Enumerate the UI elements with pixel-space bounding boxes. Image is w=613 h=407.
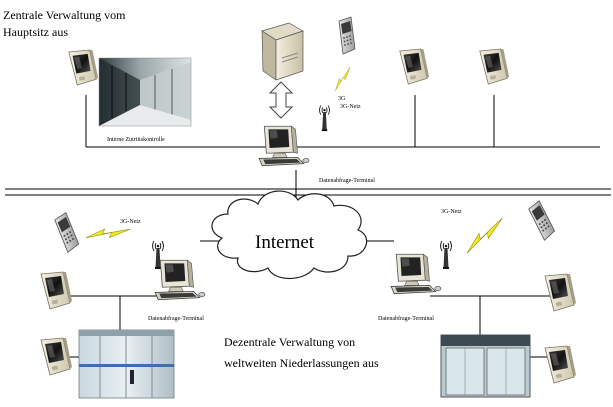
computer-icon bbox=[390, 253, 442, 295]
access-control-label: Interne Zutrittskontrolle bbox=[107, 137, 165, 143]
face-reader-icon bbox=[40, 271, 73, 310]
face-reader-icon bbox=[544, 273, 577, 312]
antenna-icon bbox=[319, 105, 330, 132]
sliding-door-image bbox=[440, 334, 531, 398]
mobile-phone-icon bbox=[526, 198, 557, 243]
internet-cloud-icon bbox=[211, 190, 368, 280]
headquarters-heading-line1: Zentrale Verwaltung vom bbox=[3, 8, 126, 22]
antenna-icon bbox=[440, 240, 452, 270]
glass-door-image bbox=[78, 329, 175, 399]
server-icon bbox=[261, 22, 304, 81]
bidirectional-arrow-icon bbox=[268, 81, 294, 119]
internet-label: Internet bbox=[255, 232, 315, 253]
hq-network-number: 3G bbox=[338, 96, 346, 102]
face-reader-icon bbox=[68, 49, 99, 86]
computer-icon bbox=[258, 125, 310, 167]
branches-heading-line2: weltweiten Niederlassungen aus bbox=[224, 356, 379, 370]
headquarters-heading-line2: Hauptsitz aus bbox=[3, 25, 68, 39]
branches-heading-line1: Dezentrale Verwaltung von bbox=[224, 335, 356, 349]
right-network-label: 3G-Netz bbox=[441, 209, 462, 215]
face-reader-icon bbox=[40, 337, 73, 376]
face-reader-icon bbox=[399, 48, 430, 85]
left-terminal-label: Datenabfrage-Terminal bbox=[148, 316, 204, 322]
lightning-icon bbox=[328, 66, 357, 91]
face-reader-icon bbox=[544, 345, 577, 384]
computer-icon bbox=[154, 259, 206, 301]
lightning-icon bbox=[459, 217, 511, 254]
office-corridor-image bbox=[98, 57, 192, 127]
mobile-phone-icon bbox=[338, 16, 356, 55]
right-terminal-label: Datenabfrage-Terminal bbox=[378, 316, 434, 322]
hq-network-label: 3G-Netz bbox=[340, 104, 361, 110]
face-reader-icon bbox=[479, 48, 510, 85]
mobile-phone-icon bbox=[53, 210, 81, 255]
left-network-label: 3G-Netz bbox=[120, 219, 141, 225]
hq-terminal-label: Datenabfrage-Terminal bbox=[319, 178, 375, 184]
